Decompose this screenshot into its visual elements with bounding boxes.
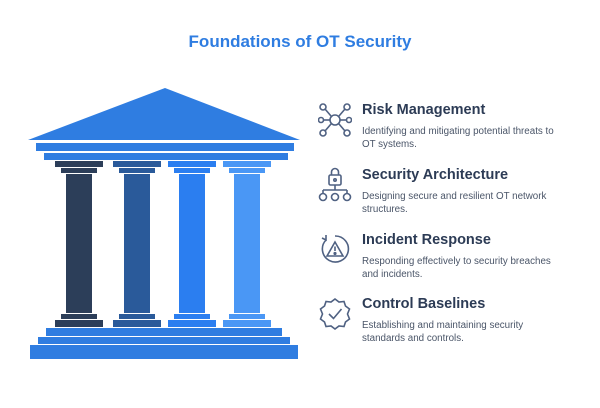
item-heading: Control Baselines [362, 296, 486, 312]
item-description: Designing secure and resilient OT networ… [362, 191, 547, 215]
temple-frieze [44, 153, 288, 160]
temple-architrave [36, 143, 294, 151]
item-description: Identifying and mitigating potential thr… [362, 126, 554, 150]
item-description: Responding effectively to security breac… [362, 256, 551, 280]
badge-check-icon [319, 298, 351, 330]
temple-base-step-3 [30, 345, 298, 359]
network-nodes-icon [318, 103, 352, 137]
pillar-4 [223, 161, 271, 327]
alert-triangle-icon [321, 235, 350, 263]
lock-hierarchy-icon [318, 167, 352, 202]
item-heading: Security Architecture [362, 167, 509, 183]
item-description: Establishing and maintaining security st… [362, 320, 524, 344]
temple-base-step-2 [38, 337, 290, 344]
temple-base-step-1 [46, 328, 282, 336]
item-heading: Incident Response [362, 232, 491, 248]
pillar-2 [113, 161, 161, 327]
pillar-1 [55, 161, 103, 327]
item-heading: Risk Management [362, 102, 486, 118]
temple-roof [28, 88, 300, 140]
diagram-title: Foundations of OT Security [188, 32, 412, 51]
pillar-3 [168, 161, 216, 327]
